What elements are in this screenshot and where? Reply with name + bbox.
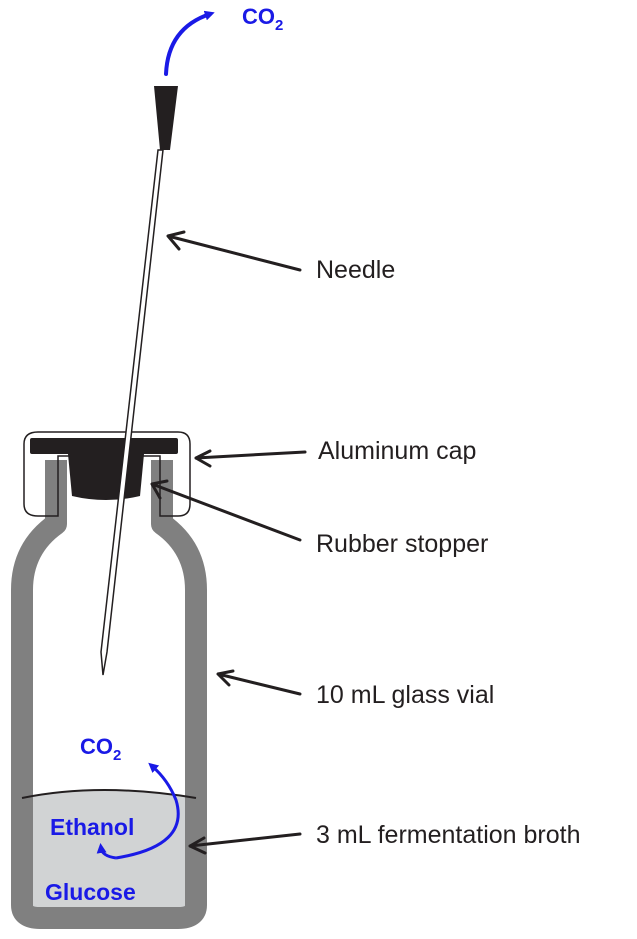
aluminum-cap-label: Aluminum cap (318, 437, 476, 465)
rubber-stopper-top (30, 438, 178, 454)
label-pointers (150, 230, 307, 855)
aluminum-cap (23, 431, 191, 517)
inner-co2-label: CO2 (80, 734, 121, 764)
needle-hub (154, 86, 178, 150)
needle-shaft (100, 149, 164, 676)
glass-vial-pointer (216, 669, 302, 696)
top-co2-label: CO2 (242, 4, 283, 34)
co2-release-arrow (164, 10, 215, 76)
ethanol-label: Ethanol (50, 814, 134, 840)
rubber-stopper-plug (68, 454, 144, 500)
glucose-label: Glucose (45, 879, 136, 905)
aluminum-cap-pointer (194, 449, 307, 468)
broth-label: 3 mL fermentation broth (316, 821, 581, 849)
rubber-stopper-label: Rubber stopper (316, 530, 488, 558)
needle-pointer (166, 230, 302, 272)
rubber-stopper-pointer (150, 479, 302, 542)
glucose-to-ethanol-arrow (96, 843, 117, 860)
fermentation-broth (22, 790, 196, 914)
needle-label: Needle (316, 256, 395, 284)
broth-pointer (188, 832, 302, 855)
ethanol-to-co2-arrow (115, 762, 180, 860)
glass-vial (11, 460, 207, 929)
glass-vial-label: 10 mL glass vial (316, 681, 494, 709)
